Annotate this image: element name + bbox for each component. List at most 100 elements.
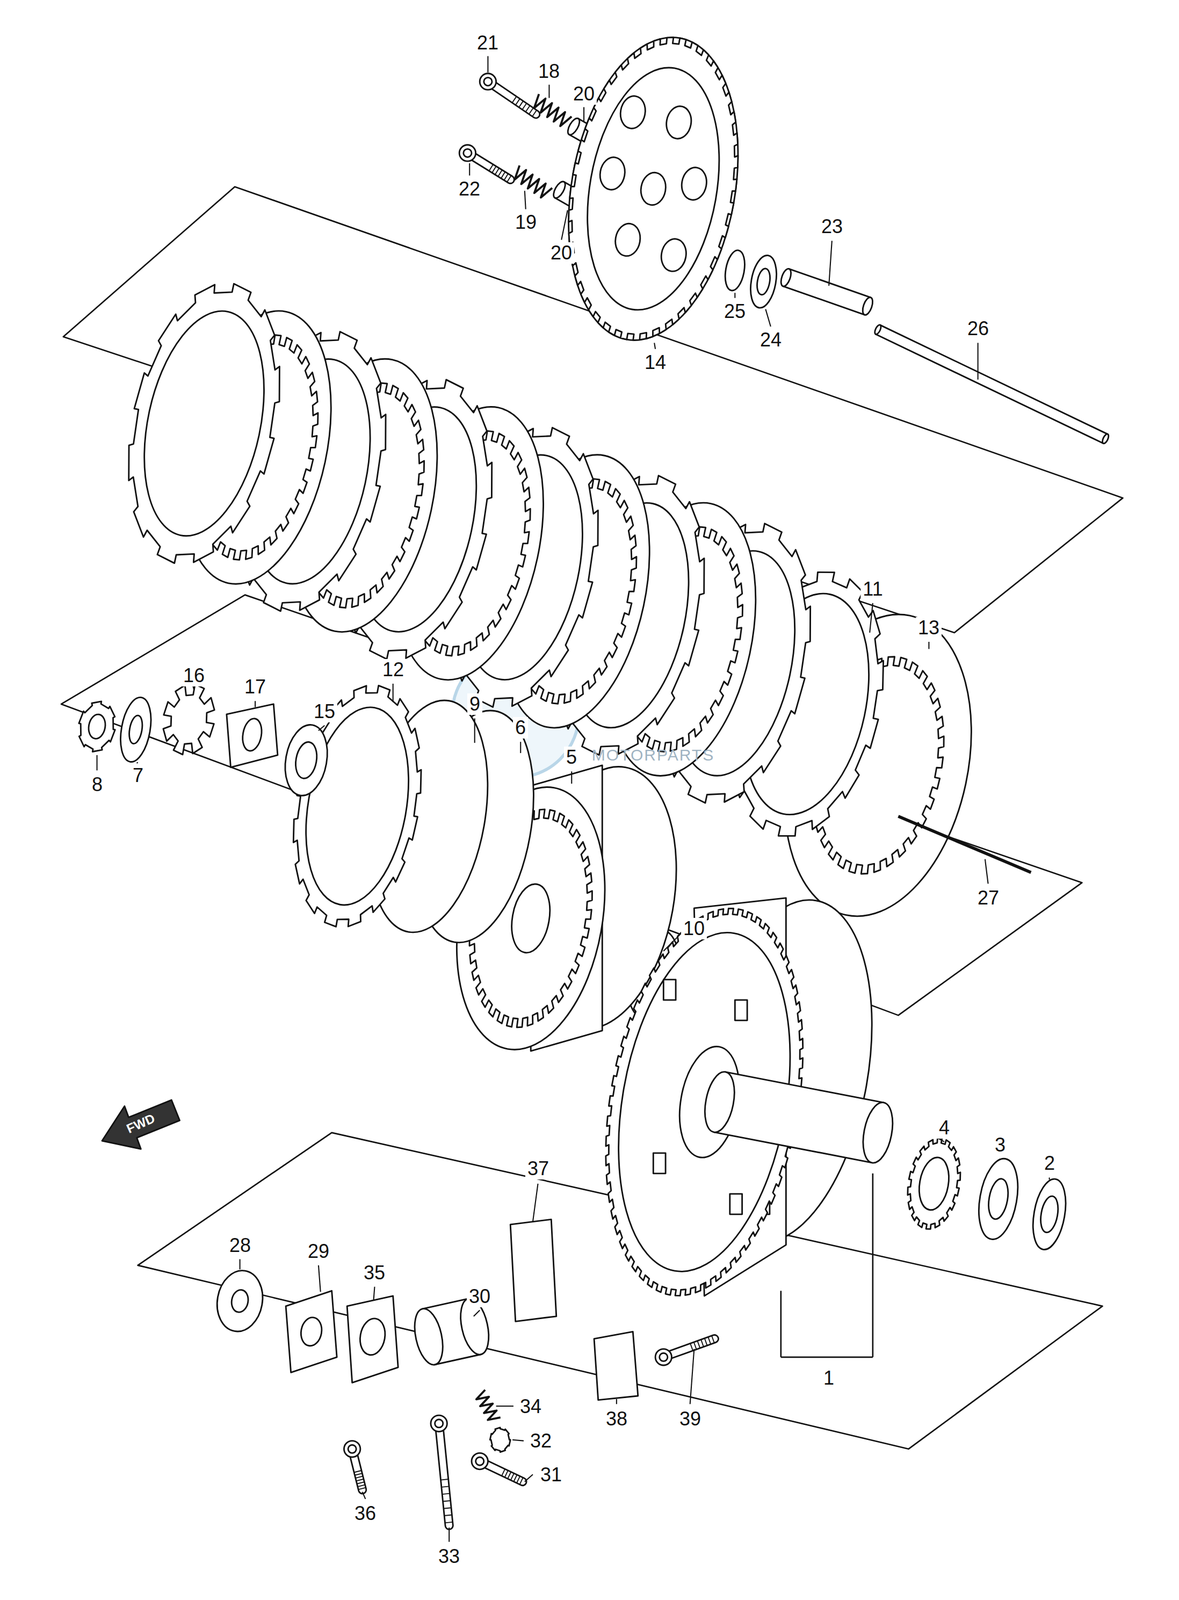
leader-line xyxy=(473,1310,480,1316)
bolt-thread xyxy=(442,1500,451,1502)
spring-boss xyxy=(597,155,628,192)
bearing-15 xyxy=(279,721,333,799)
cylinder-end xyxy=(860,295,875,316)
leader-line xyxy=(524,190,526,209)
bolt-head xyxy=(459,145,476,162)
bolt-thread xyxy=(354,1473,363,1476)
gasket-35 xyxy=(346,1296,399,1383)
cylinder-end xyxy=(551,179,568,200)
bolt-thread xyxy=(353,1470,363,1473)
bolt-thread xyxy=(519,1477,524,1486)
bracket-29-hole xyxy=(298,1315,324,1348)
callout-number: 14 xyxy=(642,351,669,374)
coil-spring xyxy=(533,93,572,127)
callout-number: 36 xyxy=(352,1502,379,1525)
callout-number: 2 xyxy=(1042,1152,1058,1175)
bolt-thread xyxy=(697,1340,700,1349)
bolt-head xyxy=(659,1353,668,1362)
callout-number: 10 xyxy=(681,917,707,940)
leader-line xyxy=(828,240,833,286)
callout-number: 19 xyxy=(512,211,539,234)
bolt-thread xyxy=(704,1337,708,1346)
leader-line xyxy=(985,859,989,885)
leader-line xyxy=(690,1349,695,1405)
spring-boss xyxy=(659,236,689,274)
spacer-3-bore xyxy=(985,1177,1011,1221)
bolt-thread xyxy=(700,1339,704,1348)
washer-2 xyxy=(1028,1176,1071,1253)
washer-7 xyxy=(116,695,156,765)
cylinder-body xyxy=(783,269,871,315)
bolt-head xyxy=(483,77,493,86)
leader-line xyxy=(999,1158,1001,1160)
leader-line xyxy=(496,1405,514,1407)
cylinder-end xyxy=(565,116,582,137)
callout-number: 20 xyxy=(570,83,597,105)
bolt-head xyxy=(463,148,472,157)
washer-2-bore xyxy=(1038,1195,1061,1235)
callout-number: 26 xyxy=(965,317,992,340)
leader-line xyxy=(524,1474,533,1482)
bolt-head xyxy=(348,1444,357,1453)
callout-number: 9 xyxy=(467,693,483,715)
callout-number: 16 xyxy=(181,664,207,687)
bolt-thread xyxy=(443,1507,452,1509)
spring-boss xyxy=(679,165,710,202)
pushrod-27 xyxy=(898,816,1031,873)
leader-line xyxy=(532,1183,539,1222)
bolt-thread xyxy=(501,171,506,179)
bolt-thread xyxy=(494,168,499,176)
bolt-thread xyxy=(513,1474,518,1482)
parts-group xyxy=(61,23,1123,1542)
bolt-thread xyxy=(507,175,512,183)
direction-arrow xyxy=(102,1100,180,1149)
direction-label: FWD xyxy=(122,1109,160,1138)
spring-boss xyxy=(612,221,643,259)
callout-number: 18 xyxy=(536,60,562,83)
pressure-plate-face xyxy=(569,57,737,321)
lock-washer-16 xyxy=(163,684,215,755)
bolt-thread xyxy=(501,1469,506,1477)
callout-number: 5 xyxy=(563,746,580,769)
bracket-29 xyxy=(285,1290,337,1373)
bolt-thread xyxy=(504,1470,509,1478)
leader-line xyxy=(448,1527,450,1543)
leader-line xyxy=(254,700,256,707)
leader-line xyxy=(734,292,736,298)
callout-number: 37 xyxy=(525,1158,552,1180)
leader-line xyxy=(136,762,139,764)
leader-line xyxy=(928,641,930,649)
callout-number: 3 xyxy=(992,1134,1008,1156)
oil-seal-28 xyxy=(212,1267,268,1336)
leader-line xyxy=(663,933,681,951)
damper-spring xyxy=(653,1153,666,1174)
callout-number: 29 xyxy=(305,1240,332,1263)
friction-plate-inner xyxy=(125,300,284,548)
watermark: MOTORPARTS xyxy=(589,746,717,765)
bolt-thread xyxy=(707,1336,711,1345)
bracket-line xyxy=(780,1356,873,1359)
bracket-38 xyxy=(594,1331,639,1400)
callout-number: 12 xyxy=(380,659,407,681)
callout-number: 27 xyxy=(975,887,1002,909)
callout-number: 23 xyxy=(819,215,845,238)
damper-spring xyxy=(663,979,676,1001)
bolt-thread xyxy=(440,1486,450,1488)
lock-plate-17 xyxy=(226,704,278,768)
callout-number: 20 xyxy=(548,242,575,264)
cylinder-end xyxy=(1101,433,1110,445)
callout-number: 15 xyxy=(311,700,338,723)
callout-number: 21 xyxy=(474,32,501,54)
bolt-thread xyxy=(525,105,531,113)
damper-spring xyxy=(734,1000,748,1021)
bracket-37 xyxy=(510,1219,557,1322)
pressure-plate xyxy=(546,23,761,354)
bolt-shaft xyxy=(438,1423,450,1526)
leader-line xyxy=(938,1138,945,1142)
callout-number: 22 xyxy=(456,178,483,200)
clutch-hub-bore xyxy=(506,880,555,956)
bolt-thread xyxy=(492,165,497,173)
bolt-head xyxy=(435,1419,444,1428)
cylinder-end xyxy=(858,1100,898,1166)
